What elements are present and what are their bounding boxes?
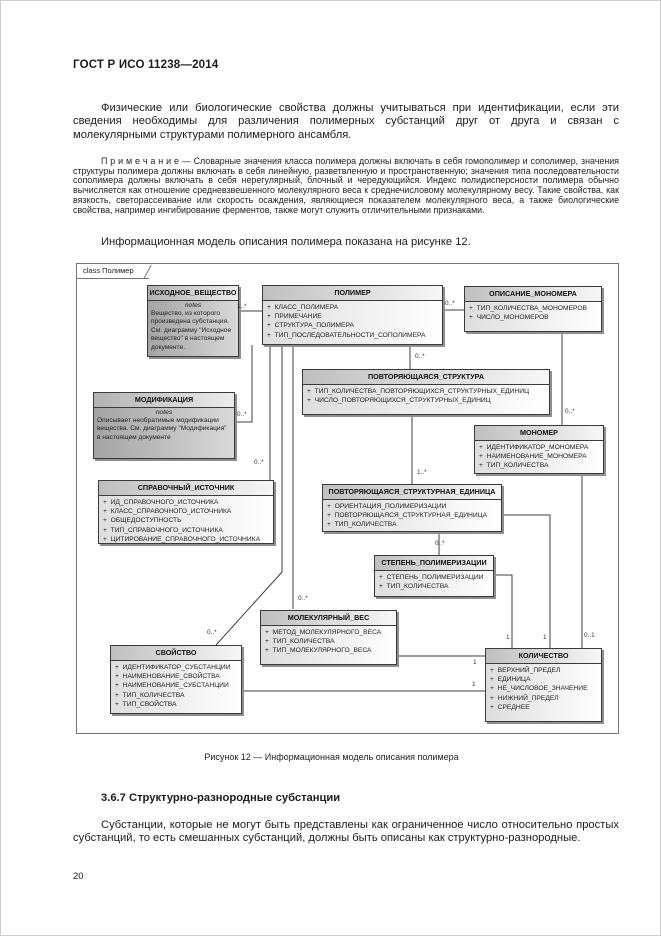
class-attribute: + ЧИСЛО_МОНОМЕРОВ xyxy=(469,314,549,322)
class-attribute: + НЕ_ЧИСЛОВОЕ_ЗНАЧЕНИЕ xyxy=(490,685,588,693)
class-attribute: + ТИП_КОЛИЧЕСТВА_МОНОМЕРОВ xyxy=(469,305,588,312)
class-attribute: + ТИП_КОЛИЧЕСТВА xyxy=(479,462,549,470)
notes-stereotype: notes xyxy=(155,409,173,416)
multiplicity-label: 1..* xyxy=(237,303,247,310)
class-box-stepen-polimerizatsii: СТЕПЕНЬ_ПОЛИМЕРИЗАЦИИ + СТЕПЕНЬ_ПОЛИМЕРИ… xyxy=(374,555,494,597)
class-attribute: + НАИМЕНОВАНИЕ_СУБСТАНЦИИ xyxy=(115,682,229,690)
class-attribute: + ОРИЕНТАЦИЯ_ПОЛИМЕРИЗАЦИИ xyxy=(327,503,447,510)
diagram-frame-label: class Полимер xyxy=(77,264,149,279)
class-title: СВОЙСТВО xyxy=(111,646,241,661)
class-attribute: + НИЖНИЙ_ПРЕДЕЛ xyxy=(490,694,559,702)
class-box-povtoryayushchayasya-struktura: ПОВТОРЯЮЩАЯСЯ_СТРУКТУРА + ТИП_КОЛИЧЕСТВА… xyxy=(302,369,550,415)
body-paragraph-1: Физические или биологические свойства до… xyxy=(73,102,619,141)
class-title: ПОВТОРЯЮЩАЯСЯ_СТРУКТУРНАЯ_ЕДИНИЦА xyxy=(323,485,501,500)
class-title: МОДИФИКАЦИЯ xyxy=(94,393,234,408)
class-title: ПОВТОРЯЮЩАЯСЯ_СТРУКТУРА xyxy=(303,370,549,385)
class-attribute: + КЛАСС_ПОЛИМЕРА xyxy=(267,304,339,311)
class-attribute: + СРЕДНЕЕ xyxy=(490,703,530,711)
class-attribute: + ТИП_КОЛИЧЕСТВА xyxy=(115,691,185,699)
multiplicity-label: 0..* xyxy=(207,629,217,636)
class-attribute: + ТИП_ПОСЛЕДОВАТЕЛЬНОСТИ_СОПОЛИМЕРА xyxy=(267,331,426,339)
class-attribute: + ТИП_КОЛИЧЕСТВА xyxy=(379,583,449,591)
class-attribute: + ИДЕНТИФИКАТОР_МОНОМЕРА xyxy=(479,444,589,451)
class-title: КОЛИЧЕСТВО xyxy=(486,649,601,664)
class-attribute: + ТИП_КОЛИЧЕСТВА xyxy=(327,521,397,529)
uml-diagram-frame: class Полимер ИСХОДНОЕ_ВЕЩЕСТВО notes Ве… xyxy=(76,263,619,734)
class-box-polimer: ПОЛИМЕР + КЛАСС_ПОЛИМЕРА + ПРИМЕЧАНИЕ + … xyxy=(262,285,443,345)
class-attribute: + ОБЩЕДОСТУПНОСТЬ xyxy=(103,517,182,525)
page-number: 20 xyxy=(73,871,84,882)
class-attribute: + ЧИСЛО_ПОВТОРЯЮЩИХСЯ_СТРУКТУРНЫХ_ЕДИНИЦ xyxy=(307,397,491,405)
class-attribute: + ЕДИНИЦА xyxy=(490,676,531,684)
class-box-ishodnoe-veshchestvo: ИСХОДНОЕ_ВЕЩЕСТВО notes Вещество, из кот… xyxy=(147,285,239,357)
body-paragraph-2: Информационная модель описания полимера … xyxy=(101,236,471,249)
class-box-molekulyarnyy-ves: МОЛЕКУЛЯРНЫЙ_ВЕС + МЕТОД_МОЛЕКУЛЯРНОГО_В… xyxy=(260,610,397,665)
class-title: СТЕПЕНЬ_ПОЛИМЕРИЗАЦИИ xyxy=(375,556,493,571)
class-box-monomer: МОНОМЕР + ИДЕНТИФИКАТОР_МОНОМЕРА + НАИМЕ… xyxy=(474,425,604,474)
section-heading: 3.6.7 Структурно-разнородные субстанции xyxy=(101,792,341,804)
class-box-modifikatsiya: МОДИФИКАЦИЯ notes Описывает необратимые … xyxy=(93,392,235,459)
class-title: ОПИСАНИЕ_МОНОМЕРА xyxy=(465,287,601,302)
multiplicity-label: 1 xyxy=(473,659,477,666)
class-box-spravochnyy-istochnik: СПРАВОЧНЫЙ_ИСТОЧНИК + ИД_СПРАВОЧНОГО_ИСТ… xyxy=(98,480,274,544)
class-attribute: + СТЕПЕНЬ_ПОЛИМЕРИЗАЦИИ xyxy=(379,574,484,581)
standard-number-header: ГОСТ Р ИСО 11238—2014 xyxy=(73,59,219,71)
multiplicity-label: 0..1 xyxy=(584,632,595,639)
multiplicity-label: 0..* xyxy=(298,595,308,602)
class-title: ПОЛИМЕР xyxy=(263,286,442,301)
class-attribute: + СТРУКТУРА_ПОЛИМЕРА xyxy=(267,322,354,330)
multiplicity-label: 0..* xyxy=(254,459,264,466)
class-title: МОНОМЕР xyxy=(475,426,603,441)
class-title: МОЛЕКУЛЯРНЫЙ_ВЕС xyxy=(261,611,396,626)
class-note-text: Вещество, из которого произведена субста… xyxy=(151,310,232,351)
class-note-text: Описывает необратимые модификации вещест… xyxy=(97,417,227,441)
multiplicity-label: 1..* xyxy=(417,469,427,476)
multiplicity-label: 1 xyxy=(506,634,510,641)
notes-stereotype: notes xyxy=(184,302,202,309)
connector-lines xyxy=(215,309,583,692)
note-label: П р и м е ч а н и е — xyxy=(101,155,194,166)
class-attribute: + ВЕРХНИЙ_ПРЕДЕЛ xyxy=(490,667,561,674)
class-attribute: + ТИП_МОЛЕКУЛЯРНОГО_ВЕСА xyxy=(265,647,372,655)
note-paragraph: П р и м е ч а н и е — Словарные значения… xyxy=(73,155,619,216)
multiplicity-label: 0..* xyxy=(445,300,455,307)
class-attribute: + НАИМЕНОВАНИЕ_СВОЙСТВА xyxy=(115,673,220,681)
multiplicity-label: 0..* xyxy=(565,408,575,415)
class-attribute: + ИД_СПРАВОЧНОГО_ИСТОЧНИКА xyxy=(103,499,219,506)
class-attribute: + ПОВТОРЯЮЩАЯСЯ_СТРУКТУРНАЯ_ЕДИНИЦА xyxy=(327,512,488,520)
multiplicity-label: 0..* xyxy=(415,353,425,360)
class-attribute: + МЕТОД_МОЛЕКУЛЯРНОГО_ВЕСА xyxy=(265,629,382,636)
class-title: ИСХОДНОЕ_ВЕЩЕСТВО xyxy=(148,286,238,301)
class-title: СПРАВОЧНЫЙ_ИСТОЧНИК xyxy=(99,481,273,496)
class-attribute: + НАИМЕНОВАНИЕ_МОНОМЕРА xyxy=(479,453,587,461)
class-box-kolichestvo: КОЛИЧЕСТВО + ВЕРХНИЙ_ПРЕДЕЛ + ЕДИНИЦА + … xyxy=(485,648,602,722)
class-attribute: + ТИП_СВОЙСТВА xyxy=(115,700,177,708)
class-box-opisanie-monomera: ОПИСАНИЕ_МОНОМЕРА + ТИП_КОЛИЧЕСТВА_МОНОМ… xyxy=(464,286,602,332)
multiplicity-label: 0..* xyxy=(237,411,247,418)
class-attribute: + ТИП_СПРАВОЧНОГО_ИСТОЧНИКА xyxy=(103,526,223,534)
multiplicity-label: 1 xyxy=(472,681,476,688)
multiplicity-label: 1 xyxy=(543,634,547,641)
figure-caption: Рисунок 12 — Информационная модель описа… xyxy=(204,752,459,762)
class-attribute: + ТИП_КОЛИЧЕСТВА_ПОВТОРЯЮЩИХСЯ_СТРУКТУРН… xyxy=(307,388,530,395)
class-box-svoystvo: СВОЙСТВО + ИДЕНТИФИКАТОР_СУБСТАНЦИИ + НА… xyxy=(110,645,242,714)
class-attribute: + ИДЕНТИФИКАТОР_СУБСТАНЦИИ xyxy=(115,664,231,671)
class-attribute: + ПРИМЕЧАНИЕ xyxy=(267,313,322,321)
class-attribute: + ТИП_КОЛИЧЕСТВА xyxy=(265,638,335,646)
class-attribute: + КЛАСС_СПРАВОЧНОГО_ИСТОЧНИКА xyxy=(103,508,232,516)
body-paragraph-3: Субстанции, которые не могут быть предст… xyxy=(73,819,619,845)
note-text: Словарные значения класса полимера должн… xyxy=(73,155,619,215)
multiplicity-label: 0..* xyxy=(435,540,445,547)
class-box-povtoryayushchayasya-strukturnaya-edinitsa: ПОВТОРЯЮЩАЯСЯ_СТРУКТУРНАЯ_ЕДИНИЦА + ОРИЕ… xyxy=(322,484,502,532)
class-attribute: + ЦИТИРОВАНИЕ_СПРАВОЧНОГО_ИСТОЧНИКА xyxy=(103,535,261,543)
